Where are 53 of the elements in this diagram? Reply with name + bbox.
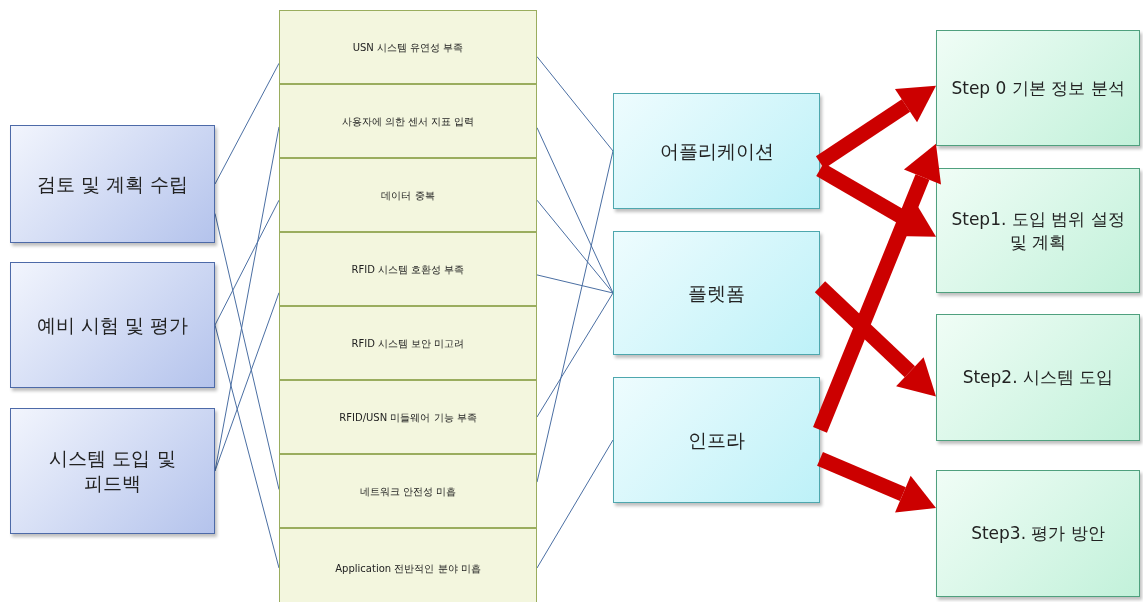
- connector-line: [214, 199, 280, 326]
- phase-box: [10, 125, 215, 243]
- box-label: RFID 시스템 호환성 부족: [351, 262, 465, 276]
- box-label: Step3. 평가 방안: [971, 522, 1105, 545]
- step-box: [936, 30, 1140, 146]
- box-label: 어플리케이션: [659, 138, 774, 164]
- box-label: 데이터 중복: [381, 188, 435, 202]
- box-label: Step1. 도입 범위 설정 및 계획: [950, 208, 1126, 253]
- layer-box: [613, 231, 820, 355]
- connector-line: [214, 292, 280, 472]
- box-label: 사용자에 의한 센서 지표 입력: [341, 114, 475, 128]
- box-label: 네트워크 안전성 미흡: [359, 484, 457, 498]
- thick-arrow: [816, 163, 936, 237]
- box-label: 인프라: [688, 427, 745, 453]
- connector-line: [536, 150, 614, 483]
- issue-row: [279, 454, 537, 528]
- box-label: 플렛폼: [688, 280, 745, 306]
- connector-line: [214, 213, 280, 490]
- box-label: RFID 시스템 보안 미고려: [351, 336, 465, 350]
- connector-line: [536, 292, 614, 418]
- phase-box: [10, 408, 215, 534]
- issue-row: [279, 232, 537, 306]
- box-label: Step2. 시스템 도입: [962, 366, 1114, 389]
- connector-line: [214, 324, 280, 569]
- issue-row: [279, 528, 537, 602]
- box-label: USN 시스템 유연성 부족: [352, 40, 464, 54]
- issue-row: [279, 380, 537, 454]
- connector-line: [536, 199, 614, 294]
- box-label: Application 전반적인 분야 미흡: [335, 561, 481, 575]
- box-label: 예비 시험 및 평가: [36, 312, 189, 338]
- thick-arrow: [813, 143, 941, 433]
- issue-row: [279, 84, 537, 158]
- issue-row: [279, 306, 537, 380]
- thick-arrow: [814, 281, 936, 397]
- issue-row: [279, 158, 537, 232]
- connector-line: [536, 274, 614, 294]
- box-label: Step 0 기본 정보 분석: [951, 76, 1125, 100]
- connector-line: [214, 62, 280, 185]
- thick-arrow: [817, 452, 936, 513]
- box-label: 검토 및 계획 수립: [36, 171, 189, 197]
- layer-box: [613, 377, 820, 503]
- box-label: RFID/USN 미들웨어 기능 부족: [339, 410, 477, 424]
- thick-arrow: [815, 85, 936, 169]
- phase-box: [10, 262, 215, 388]
- step-box: [936, 168, 1140, 293]
- layer-box: [613, 93, 820, 209]
- step-box: [936, 314, 1140, 441]
- connector-line: [536, 127, 614, 294]
- step-box: [936, 470, 1140, 597]
- connector-line: [536, 439, 614, 569]
- connector-line: [536, 56, 614, 152]
- issue-row: [279, 10, 537, 84]
- box-label: 시스템 도입 및 피드백: [48, 446, 177, 496]
